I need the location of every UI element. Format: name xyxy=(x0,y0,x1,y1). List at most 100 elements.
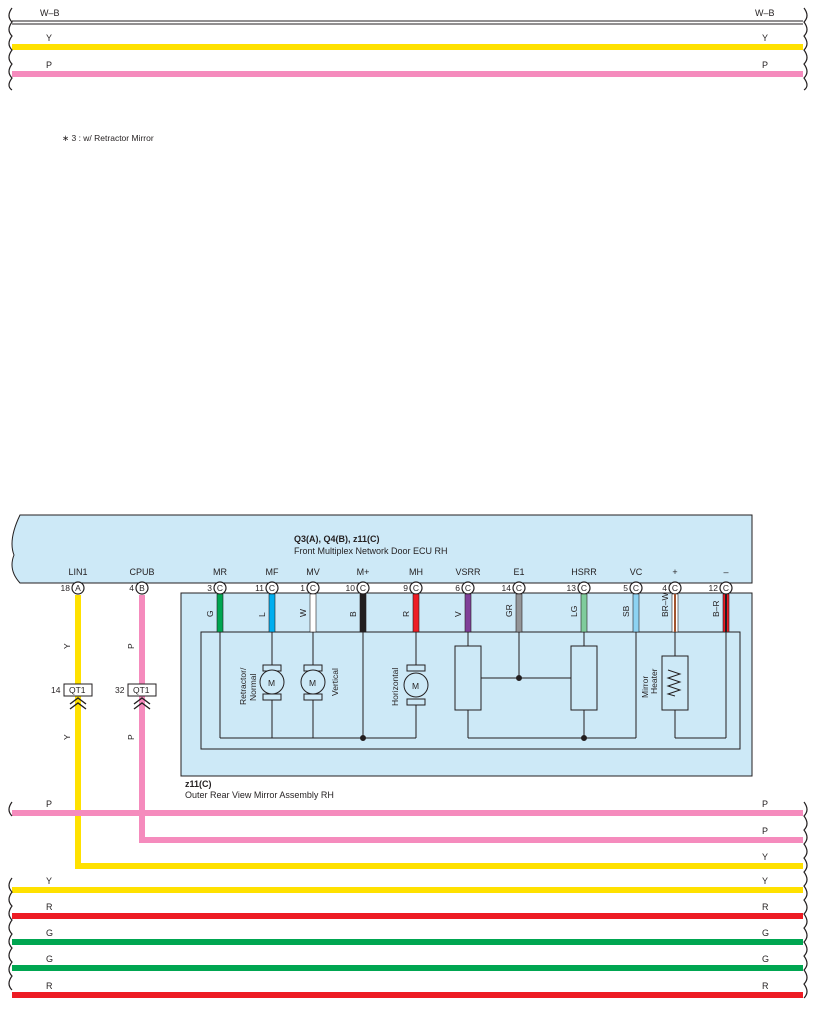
horizontal-label: Horizontal xyxy=(390,668,400,706)
wire-color-label: V xyxy=(453,611,463,617)
wire-label: P xyxy=(762,799,768,809)
retractor-label: Normal xyxy=(248,673,258,701)
wire-color-label: BR–W xyxy=(660,592,670,617)
top-wire-p: P P xyxy=(12,60,803,77)
pin-number: 12 xyxy=(709,583,719,593)
terminal-name: E1 xyxy=(513,567,524,577)
internal-wire xyxy=(464,593,472,633)
internal-wire xyxy=(632,593,640,633)
connector-pin: 14 xyxy=(51,685,61,695)
connector-letter: C xyxy=(672,583,678,593)
pin-number: 4 xyxy=(129,583,134,593)
terminal-name: VSRR xyxy=(455,567,481,577)
wire-label: Y xyxy=(46,876,52,886)
wire-label: W–B xyxy=(40,8,60,18)
connector-letter: C xyxy=(465,583,471,593)
terminal-name: CPUB xyxy=(129,567,154,577)
internal-wire xyxy=(412,593,420,633)
connector-letter: C xyxy=(723,583,729,593)
heater-label: Heater xyxy=(649,668,659,694)
pin-number: 10 xyxy=(346,583,356,593)
wire-label: Y xyxy=(62,734,72,740)
retractor-motor: M Retractor/ Normal xyxy=(238,664,285,705)
connector-letter: C xyxy=(581,583,587,593)
pin-number: 4 xyxy=(662,583,667,593)
pin-number: 1 xyxy=(300,583,305,593)
pin-number: 3 xyxy=(207,583,212,593)
break-symbol-right xyxy=(803,7,808,91)
wire-label: R xyxy=(46,902,53,912)
internal-wire xyxy=(268,593,276,633)
ecu-subtitle: Front Multiplex Network Door ECU RH xyxy=(294,546,448,556)
wire-color-label: L xyxy=(257,612,267,617)
internal-wire xyxy=(580,593,588,633)
mirror-heater: Mirror Heater xyxy=(640,668,659,698)
terminal-name: M+ xyxy=(357,567,370,577)
terminal-name: MR xyxy=(213,567,227,577)
internal-circuit xyxy=(219,632,727,741)
wire-color-label: W xyxy=(298,609,308,617)
top-wire-y: Y Y xyxy=(12,33,803,50)
footnote: ∗ 3 : w/ Retractor Mirror xyxy=(62,133,154,143)
pin-number: 6 xyxy=(455,583,460,593)
connector-letter: B xyxy=(139,583,145,593)
wire-label: G xyxy=(762,928,769,938)
internal-wire xyxy=(309,593,317,633)
connector-letter: C xyxy=(269,583,275,593)
vertical-motor: M Vertical xyxy=(300,664,340,701)
terminal-name: + xyxy=(672,567,677,577)
connector-letter: C xyxy=(310,583,316,593)
motor-symbol: M xyxy=(309,678,316,688)
connector-label: QT1 xyxy=(133,685,150,695)
horizontal-motor: M Horizontal xyxy=(390,664,429,706)
pin-number: 14 xyxy=(502,583,512,593)
wire-label: P xyxy=(762,826,768,836)
wire-color-label: G xyxy=(205,610,215,617)
wire-label: Y xyxy=(46,33,52,43)
wire-color-label: B–R xyxy=(711,600,721,617)
internal-wire xyxy=(515,593,523,633)
wire-color-label: LG xyxy=(569,606,579,617)
wire-label: P xyxy=(126,734,136,740)
motor-symbol: M xyxy=(412,681,419,691)
wire-label: P xyxy=(46,799,52,809)
wire-label: P xyxy=(762,60,768,70)
wire-label: R xyxy=(762,902,769,912)
connector-letter: C xyxy=(360,583,366,593)
mirror-id: z11(C) xyxy=(185,779,212,789)
wire-label: Y xyxy=(762,876,768,886)
internal-wire-stripe xyxy=(674,594,676,632)
internal-wire xyxy=(216,593,224,633)
wire-label: P xyxy=(126,643,136,649)
wire-label: Y xyxy=(762,852,768,862)
connector-pin: 32 xyxy=(115,685,125,695)
ecu-box: Q3(A), Q4(B), z11(C) Front Multiplex Net… xyxy=(11,514,753,584)
qt1-connector-lin1: QT1 14 xyxy=(51,683,93,710)
internal-wire-stripe xyxy=(725,594,727,632)
retractor-label: Retractor/ xyxy=(238,667,248,705)
connector-circle xyxy=(71,581,85,595)
terminal-name: VC xyxy=(630,567,643,577)
connector-letter: C xyxy=(413,583,419,593)
terminal-name: MV xyxy=(306,567,320,577)
wire-label: G xyxy=(762,954,769,964)
pin-number: 11 xyxy=(255,583,264,593)
motor-symbol: M xyxy=(268,678,275,688)
break-symbol-left xyxy=(8,7,13,91)
internal-wire xyxy=(359,593,367,633)
terminal-name: MH xyxy=(409,567,423,577)
wire-label: W–B xyxy=(755,8,775,18)
connector-label: QT1 xyxy=(69,685,86,695)
wire-color-label: B xyxy=(348,611,358,617)
wire-label: Y xyxy=(762,33,768,43)
connector-letter: A xyxy=(75,583,81,593)
top-wire-wb: W–B W–B xyxy=(12,8,803,25)
break-symbol-right xyxy=(803,801,808,999)
connector-letter: C xyxy=(516,583,522,593)
pin-number: 18 xyxy=(61,583,71,593)
pin-number: 5 xyxy=(623,583,628,593)
